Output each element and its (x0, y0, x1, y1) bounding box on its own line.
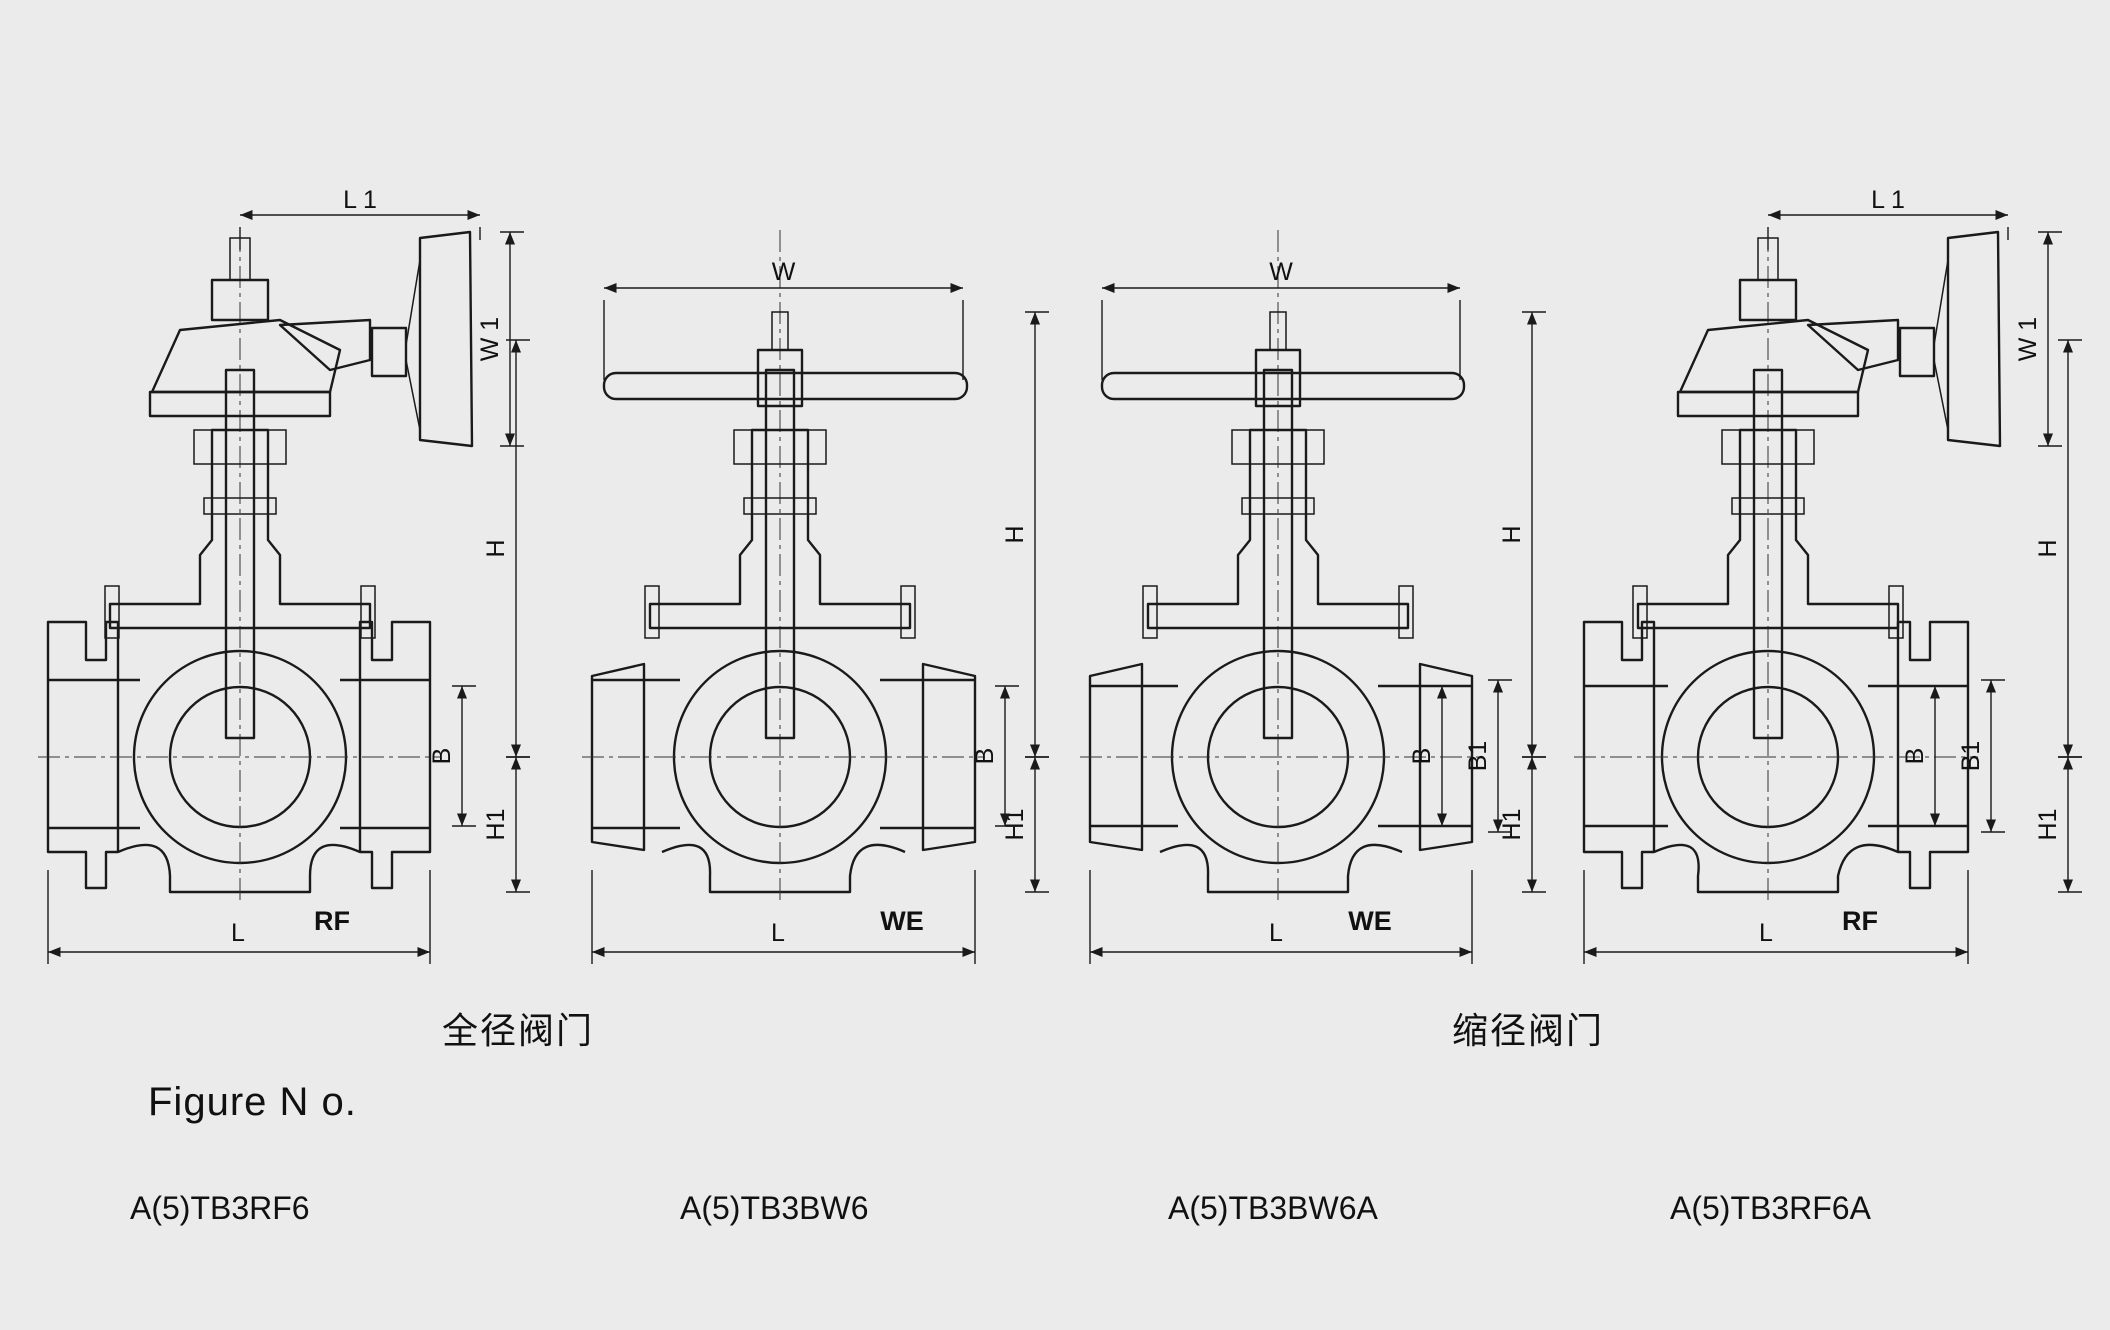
dim-bore-reduced-label: B1 (1957, 741, 1985, 772)
bonnet-bolt (360, 585, 376, 639)
handwheel-spokes (405, 259, 421, 431)
lever-handle (602, 371, 969, 401)
handwheel-hub (370, 326, 408, 378)
model-number-1: A(5)TB3RF6 (130, 1190, 310, 1226)
bonnet-bolt (900, 585, 916, 639)
gear-arm (278, 318, 372, 372)
dim-bore-reduced-label: B1 (1464, 741, 1492, 772)
lower-body (1653, 843, 1899, 894)
handwheel (418, 230, 474, 448)
gear-arm (1806, 318, 1900, 372)
gearbox-base (148, 390, 332, 418)
stem (1752, 368, 1784, 740)
dim-length-label: L (1269, 919, 1283, 947)
packing-box (1721, 429, 1815, 465)
dim-lower-height-label: H1 (1498, 809, 1526, 841)
gland-flange (203, 497, 277, 515)
lower-body (117, 843, 361, 894)
full-bore-caption: 全径阀门 (442, 1011, 595, 1052)
dim-height-label: H (482, 539, 510, 557)
packing-box (193, 429, 287, 465)
inlet-flange (1582, 620, 1656, 890)
valve-view-4: L 1 W 1 H H1 B B1L RF (1574, 186, 2082, 964)
stem-top (771, 311, 789, 351)
dim-lower-height-label: H1 (482, 809, 510, 841)
outlet-flange (358, 620, 432, 890)
model-number-4: A(5)TB3RF6A (1670, 1190, 1871, 1226)
dim-bore-label: B (428, 748, 456, 765)
packing-box (733, 429, 827, 465)
packing-box (1231, 429, 1325, 465)
gearbox-housing (1678, 318, 1870, 394)
dim-top-width-label: L 1 (343, 186, 377, 214)
dim-bore-label: B (1408, 748, 1436, 765)
reduced-bore-caption: 缩径阀门 (1452, 1011, 1605, 1052)
dim-bore-label: B (1901, 748, 1929, 765)
dim-bore-label: B (971, 748, 999, 765)
bonnet-bolt (1398, 585, 1414, 639)
stem (1262, 368, 1294, 740)
dim-lower-height-label: H1 (2034, 809, 2062, 841)
handwheel-hub (1898, 326, 1936, 378)
stem (764, 368, 796, 740)
valve-view-1: L 1 W 1 H H1 B L RF (38, 186, 530, 964)
dim-height-label: H (1001, 525, 1029, 543)
lever-handle (1100, 371, 1466, 401)
gland-flange (1241, 497, 1315, 515)
handwheel-spokes (1933, 259, 1949, 431)
dim-length-label: L (231, 919, 245, 947)
model-number-3: A(5)TB3BW6A (1168, 1190, 1378, 1226)
dim-top-width-label: W (1269, 258, 1293, 286)
dim-top-width-label: L 1 (1871, 186, 1905, 214)
gland-flange (1731, 497, 1805, 515)
outlet-weld-end (921, 662, 977, 852)
end-type-label: RF (314, 906, 350, 936)
dim-top-width-label: W (772, 258, 796, 286)
gearbox-housing (150, 318, 342, 394)
lower-body (661, 843, 906, 894)
dim-height-label: H (2034, 539, 2062, 557)
end-type-label: WE (1348, 906, 1392, 936)
dim-height-label: H (1498, 525, 1526, 543)
handwheel (1946, 230, 2002, 448)
inlet-flange (46, 620, 120, 890)
dim-length-label: L (1759, 919, 1773, 947)
valve-view-3: W H H1 B B1L WE (1080, 230, 1546, 964)
dim-length-label: L (771, 919, 785, 947)
stem (224, 368, 256, 740)
inlet-weld-end (1088, 662, 1144, 852)
lower-body (1159, 843, 1403, 894)
bonnet-bolt (104, 585, 120, 639)
bonnet-bolt (1888, 585, 1904, 639)
bonnet-bolt (1142, 585, 1158, 639)
figure-number-label: Figure N o. (148, 1080, 357, 1124)
gland-flange (743, 497, 817, 515)
dim-side-width-label: W 1 (2014, 317, 2042, 361)
outlet-weld-end (1418, 662, 1474, 852)
inlet-weld-end (590, 662, 646, 852)
bonnet-bolt (644, 585, 660, 639)
model-number-2: A(5)TB3BW6 (680, 1190, 869, 1226)
end-type-label: WE (880, 906, 924, 936)
gearbox-base (1676, 390, 1860, 418)
end-type-label: RF (1842, 906, 1878, 936)
dim-side-width-label: W 1 (476, 317, 504, 361)
bonnet-bolt (1632, 585, 1648, 639)
stem-top (1269, 311, 1287, 351)
